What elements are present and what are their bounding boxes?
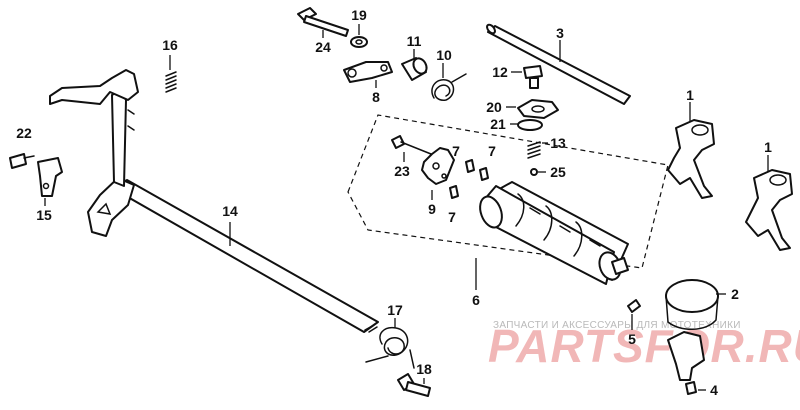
label-7c: 7 — [448, 209, 456, 225]
label-10: 10 — [436, 47, 452, 63]
part-16-spring — [165, 71, 177, 93]
part-22-pin — [9, 153, 35, 169]
part-3-fork-shaft — [486, 23, 631, 105]
part-7-pins — [449, 159, 489, 199]
part-15-plate — [37, 157, 63, 197]
assembly-frame — [347, 114, 669, 269]
label-16: 16 — [162, 37, 178, 53]
part-13-spring — [527, 141, 541, 159]
label-21: 21 — [490, 116, 506, 132]
part-14-gearshift-spindle — [49, 69, 379, 333]
label-18: 18 — [416, 361, 432, 377]
label-15: 15 — [36, 207, 52, 223]
part-1-shift-fork-b — [745, 169, 793, 251]
label-7a: 7 — [452, 143, 460, 159]
label-9: 9 — [428, 201, 436, 217]
part-23-bolt — [391, 135, 437, 157]
label-4: 4 — [710, 382, 718, 398]
label-11: 11 — [407, 33, 422, 49]
part-21-o-ring — [517, 119, 543, 131]
label-1b: 1 — [764, 139, 772, 155]
part-5-clip — [627, 299, 641, 313]
part-25-pin — [530, 168, 538, 176]
part-9-drum-center-plate — [421, 147, 455, 185]
part-4-pin — [685, 381, 697, 395]
part-8-stopper-arm — [343, 61, 393, 83]
label-3: 3 — [556, 25, 564, 41]
label-13: 13 — [550, 135, 566, 151]
part-6-shift-drum — [479, 181, 629, 285]
label-22: 22 — [16, 125, 32, 141]
label-17: 17 — [387, 302, 403, 318]
label-24: 24 — [315, 39, 331, 55]
label-2: 2 — [731, 286, 739, 302]
label-8: 8 — [372, 89, 380, 105]
label-7b: 7 — [488, 143, 496, 159]
part-18-bolt — [397, 373, 431, 397]
watermark-tagline: ЗАПЧАСТИ И АКСЕССУАРЫ ДЛЯ МОТОТЕХНИКИ — [493, 320, 741, 331]
label-14: 14 — [222, 203, 238, 219]
label-12: 12 — [492, 64, 508, 80]
part-24-bolt — [297, 7, 349, 37]
watermark-brand: PARTSFOR.RU — [488, 320, 800, 372]
label-20: 20 — [486, 99, 502, 115]
label-19: 19 — [351, 7, 367, 23]
label-6: 6 — [472, 292, 480, 308]
part-11-collar — [401, 57, 428, 81]
label-1a: 1 — [686, 87, 694, 103]
label-23: 23 — [394, 163, 410, 179]
part-20-gasket — [517, 99, 559, 119]
label-5: 5 — [628, 331, 636, 347]
part-2-shift-fork-ring — [665, 279, 719, 381]
part-17-spindle-spring — [365, 326, 415, 369]
part-19-washer — [350, 36, 368, 48]
part-12-bolt — [523, 65, 543, 89]
part-10-return-spring — [431, 73, 467, 101]
label-25: 25 — [550, 164, 566, 180]
part-1-shift-fork-a — [667, 119, 715, 199]
